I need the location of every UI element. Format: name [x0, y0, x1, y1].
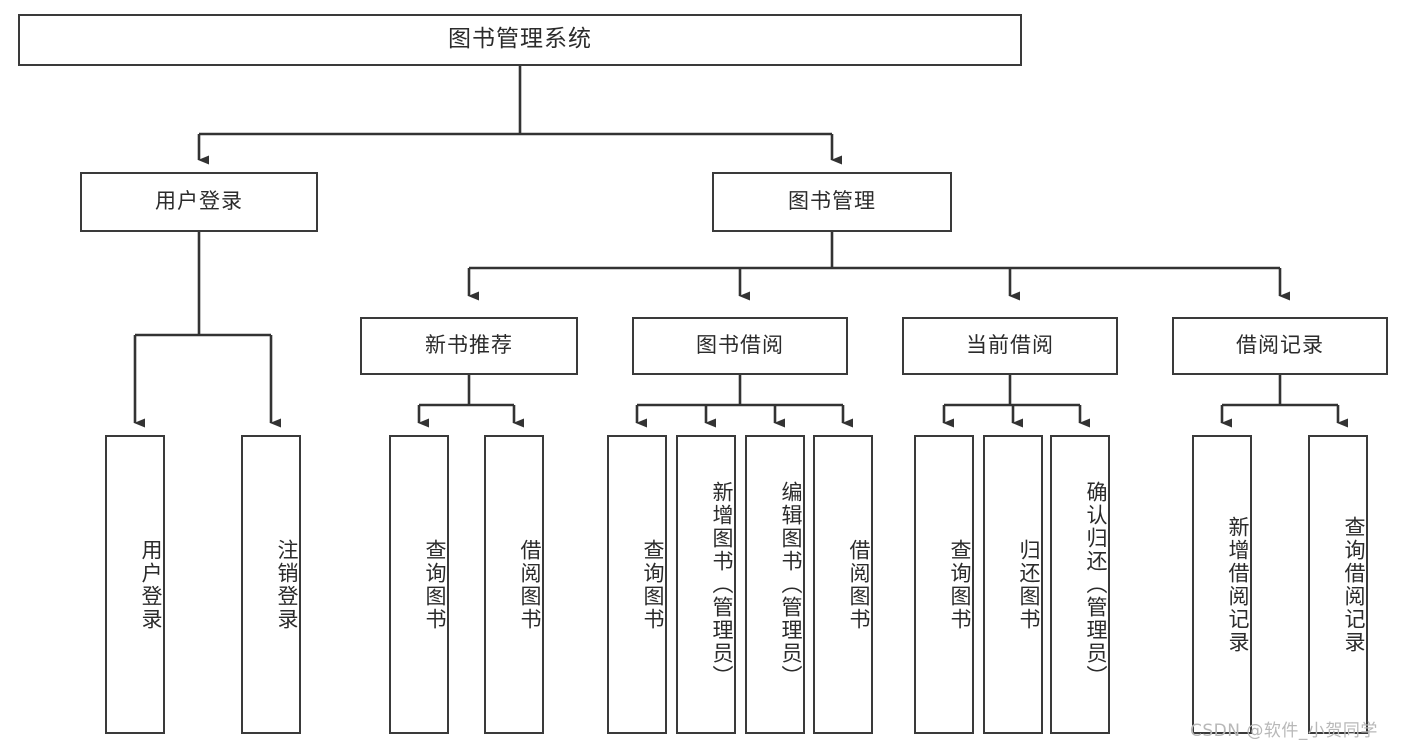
leaf-return-book[interactable]: 归还图书 [983, 435, 1043, 734]
leaf-logout-login-label: 注销登录 [275, 538, 299, 631]
leaf-add-book-label: 新增图书（管理员） [710, 481, 734, 688]
node-user-login[interactable]: 用户登录 [80, 172, 318, 232]
node-root-book-management-system[interactable]: 图书管理系统 [18, 14, 1022, 66]
leaf-logout-login[interactable]: 注销登录 [241, 435, 301, 734]
leaf-edit-book[interactable]: 编辑图书（管理员） [745, 435, 805, 734]
leaf-borrow-book-2-label: 借阅图书 [847, 538, 871, 631]
node-new-book-recommend[interactable]: 新书推荐 [360, 317, 578, 375]
node-root-label: 图书管理系统 [448, 26, 592, 53]
leaf-borrow-book-1[interactable]: 借阅图书 [484, 435, 544, 734]
leaf-query-record[interactable]: 查询借阅记录 [1308, 435, 1368, 734]
leaf-query-book-1-label: 查询图书 [423, 538, 447, 631]
leaf-edit-book-label: 编辑图书（管理员） [779, 481, 803, 688]
leaf-query-book-3-label: 查询图书 [948, 538, 972, 631]
leaf-return-book-label: 归还图书 [1017, 538, 1041, 631]
node-user-login-label: 用户登录 [155, 189, 243, 214]
leaf-query-book-2[interactable]: 查询图书 [607, 435, 667, 734]
node-borrow-record-label: 借阅记录 [1236, 333, 1324, 358]
leaf-confirm-return-label: 确认归还（管理员） [1084, 481, 1108, 688]
leaf-borrow-book-2[interactable]: 借阅图书 [813, 435, 873, 734]
node-book-borrow-label: 图书借阅 [696, 333, 784, 358]
node-book-manage-label: 图书管理 [788, 189, 876, 214]
node-borrow-record[interactable]: 借阅记录 [1172, 317, 1388, 375]
leaf-confirm-return[interactable]: 确认归还（管理员） [1050, 435, 1110, 734]
node-book-borrow[interactable]: 图书借阅 [632, 317, 848, 375]
node-new-book-recommend-label: 新书推荐 [425, 333, 513, 358]
leaf-add-book[interactable]: 新增图书（管理员） [676, 435, 736, 734]
node-current-borrow-label: 当前借阅 [966, 333, 1054, 358]
leaf-query-book-3[interactable]: 查询图书 [914, 435, 974, 734]
leaf-query-book-1[interactable]: 查询图书 [389, 435, 449, 734]
leaf-add-record-label: 新增借阅记录 [1226, 515, 1250, 654]
leaf-user-login-label: 用户登录 [139, 538, 163, 631]
leaf-query-record-label: 查询借阅记录 [1342, 515, 1366, 654]
node-book-manage[interactable]: 图书管理 [712, 172, 952, 232]
node-current-borrow[interactable]: 当前借阅 [902, 317, 1118, 375]
leaf-add-record[interactable]: 新增借阅记录 [1192, 435, 1252, 734]
leaf-user-login[interactable]: 用户登录 [105, 435, 165, 734]
leaf-borrow-book-1-label: 借阅图书 [518, 538, 542, 631]
leaf-query-book-2-label: 查询图书 [641, 538, 665, 631]
csdn-watermark: CSDN @软件_小贺同学 [1190, 721, 1378, 741]
